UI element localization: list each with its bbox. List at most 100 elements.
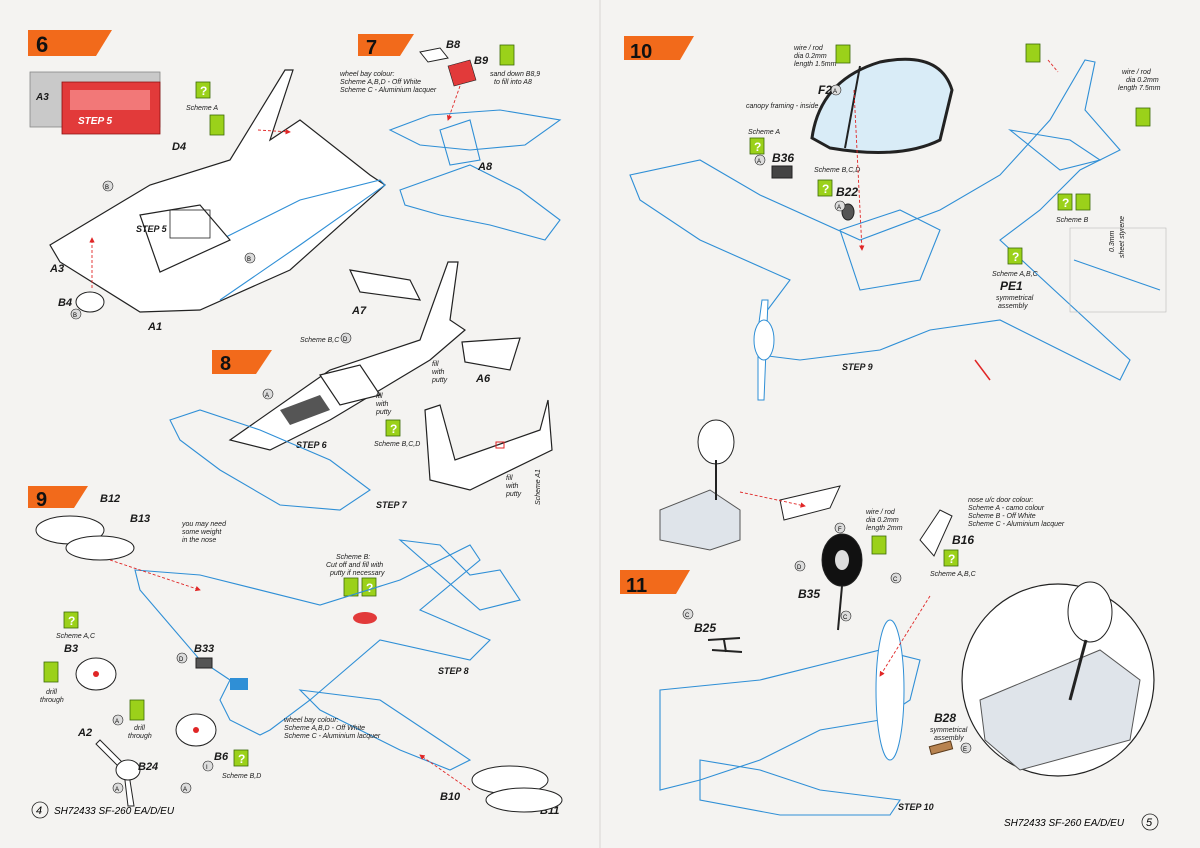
part-d4: D4 [172,141,186,153]
s11-symm-1: symmetrical [930,727,968,734]
s10-wire2-3: length 7.5mm [1118,85,1161,92]
step-10-section: 10 wire / rod dia 0.2mm length 1.5mm F2 … [624,36,1167,401]
part-a1: A1 [147,321,162,333]
s9-weight-2: some weight [182,529,222,536]
step-6-part-a3: A3 [49,263,64,275]
part-a2: A2 [77,727,92,739]
color-a-badge-5: A [833,89,837,95]
step-7-section: 7 B8 B9 wheel bay colour: Scheme A,B,D -… [340,34,562,241]
part-pe1: PE1 [1000,279,1023,293]
s9-wb-3: Scheme C - Aluminium lacquer [284,733,381,740]
s11-wire-2: dia 0.2mm [866,517,899,524]
s11-wire-1: wire / rod [866,509,896,516]
s10-scheme-abc: Scheme A,B,C [992,271,1039,278]
s9-sb-3: putty if necessary [329,570,385,577]
step-7-number: 7 [366,37,377,59]
s11-door-1: nose u/c door colour: [968,497,1033,504]
s8-fill2-2: with [376,401,389,408]
color-i-badge: I [206,765,208,771]
s9-drill1-1: drill [46,689,57,696]
color-a-badge-7: A [837,205,841,211]
s11-door-3: Scheme B - Off White [968,513,1036,520]
svg-text:?: ? [1012,250,1019,264]
part-a7: A7 [351,305,367,317]
step-9-label: STEP 9 [842,362,873,372]
step-5-inset: A3 STEP 5 [29,71,161,135]
color-e-badge: E [963,747,967,753]
s11-door-2: Scheme A - camo colour [968,505,1045,512]
s8-fill1-3: putty [431,377,448,384]
s10-sheet-1: 0.3mm [1109,230,1116,252]
s9-wb-1: wheel bay colour: [284,717,339,724]
s8-fill3-3: putty [505,491,522,498]
step-8-fuselage [228,261,521,451]
svg-text:?: ? [948,552,955,566]
s10-scheme-bcd: Scheme B,C,D [814,167,860,174]
s11-symm-2: assembly [934,735,964,742]
s8-fill2-3: putty [375,409,392,416]
color-d-badge-3: D [797,565,802,571]
step-6-badge: 6 [28,30,112,57]
s8-scheme-bcd: Scheme B,C,D [374,441,420,448]
color-a-badge-3: A [115,787,119,793]
footer-left-title: SH72433 SF-260 EA/D/EU [54,806,175,817]
s8-fill1-1: fill [432,361,439,368]
step-6-scheme-a: ? Scheme A [186,81,225,136]
step-6-fuselage [49,69,386,313]
s10-wire1-3: length 1.5mm [794,61,837,68]
part-b36: B36 [772,151,794,165]
step-6-number: 6 [36,32,48,57]
footer-right: SH72433 SF-260 EA/D/EU 5 [1004,813,1159,831]
step-7-wing [388,109,562,241]
page-number-left: 4 [36,805,42,817]
s8-fill1-2: with [432,369,445,376]
part-b3: B3 [64,643,78,655]
s10-wire1-1: wire / rod [794,45,824,52]
s9-weight-3: in the nose [182,537,216,544]
step-8-number: 8 [220,353,231,375]
step-11-aircraft [659,619,921,816]
s10-scheme-b: Scheme B [1056,217,1089,224]
part-b9: B9 [474,55,489,67]
s7-wb-2: Scheme A,B,D - Off White [340,79,421,86]
svg-text:?: ? [366,581,373,595]
s8-scheme-a1: Scheme A1 [535,469,542,505]
step-9-number: 9 [36,489,47,511]
svg-text:?: ? [68,614,75,628]
step-7-wheel-bay-note: wheel bay colour: Scheme A,B,D - Off Whi… [340,71,437,94]
step-8-tail-inset [424,399,553,491]
part-a6: A6 [475,373,491,385]
step-7-label: STEP 7 [376,500,408,510]
part-b8: B8 [446,39,461,51]
color-a-badge-1: A [265,393,269,399]
s10-scheme-a: Scheme A [748,129,780,136]
s9-drill2-1: drill [134,725,145,732]
step-6-label: STEP 6 [296,440,328,450]
s11-wire-3: length 2mm [866,525,903,532]
propeller [95,739,141,807]
s9-weight-1: you may need [181,521,227,528]
color-c-badge-3: C [685,613,690,619]
s9-sb-2: Cut off and fill with [326,562,383,569]
color-f-badge: F [838,527,842,533]
s10-wire2-2: dia 0.2mm [1126,77,1159,84]
step-8-label: STEP 8 [438,666,469,676]
color-a-badge-4: A [183,787,187,793]
part-b25: B25 [694,621,716,635]
s8-scheme-bc: Scheme B,C [300,337,340,344]
step-10-label: STEP 10 [898,802,934,812]
s7-sand-2: to fill into A8 [494,79,532,86]
color-b-badge-2: B [247,257,251,263]
step-10-number: 10 [630,41,652,63]
part-b22: B22 [836,185,858,199]
step-8-section: 8 A7 A6 Scheme B,C fill with putty fill … [169,261,553,511]
part-b16: B16 [952,533,974,547]
s10-wire2-1: wire / rod [1122,69,1152,76]
part-b24: B24 [138,761,158,773]
s10-canopy: canopy framing - inside [746,103,818,110]
color-a-badge-6: A [757,159,761,165]
s8-fill3-2: with [506,483,519,490]
color-c-badge-1: C [893,577,898,583]
s9-wb-2: Scheme A,B,D - Off White [284,725,365,732]
part-b10: B10 [440,791,461,803]
